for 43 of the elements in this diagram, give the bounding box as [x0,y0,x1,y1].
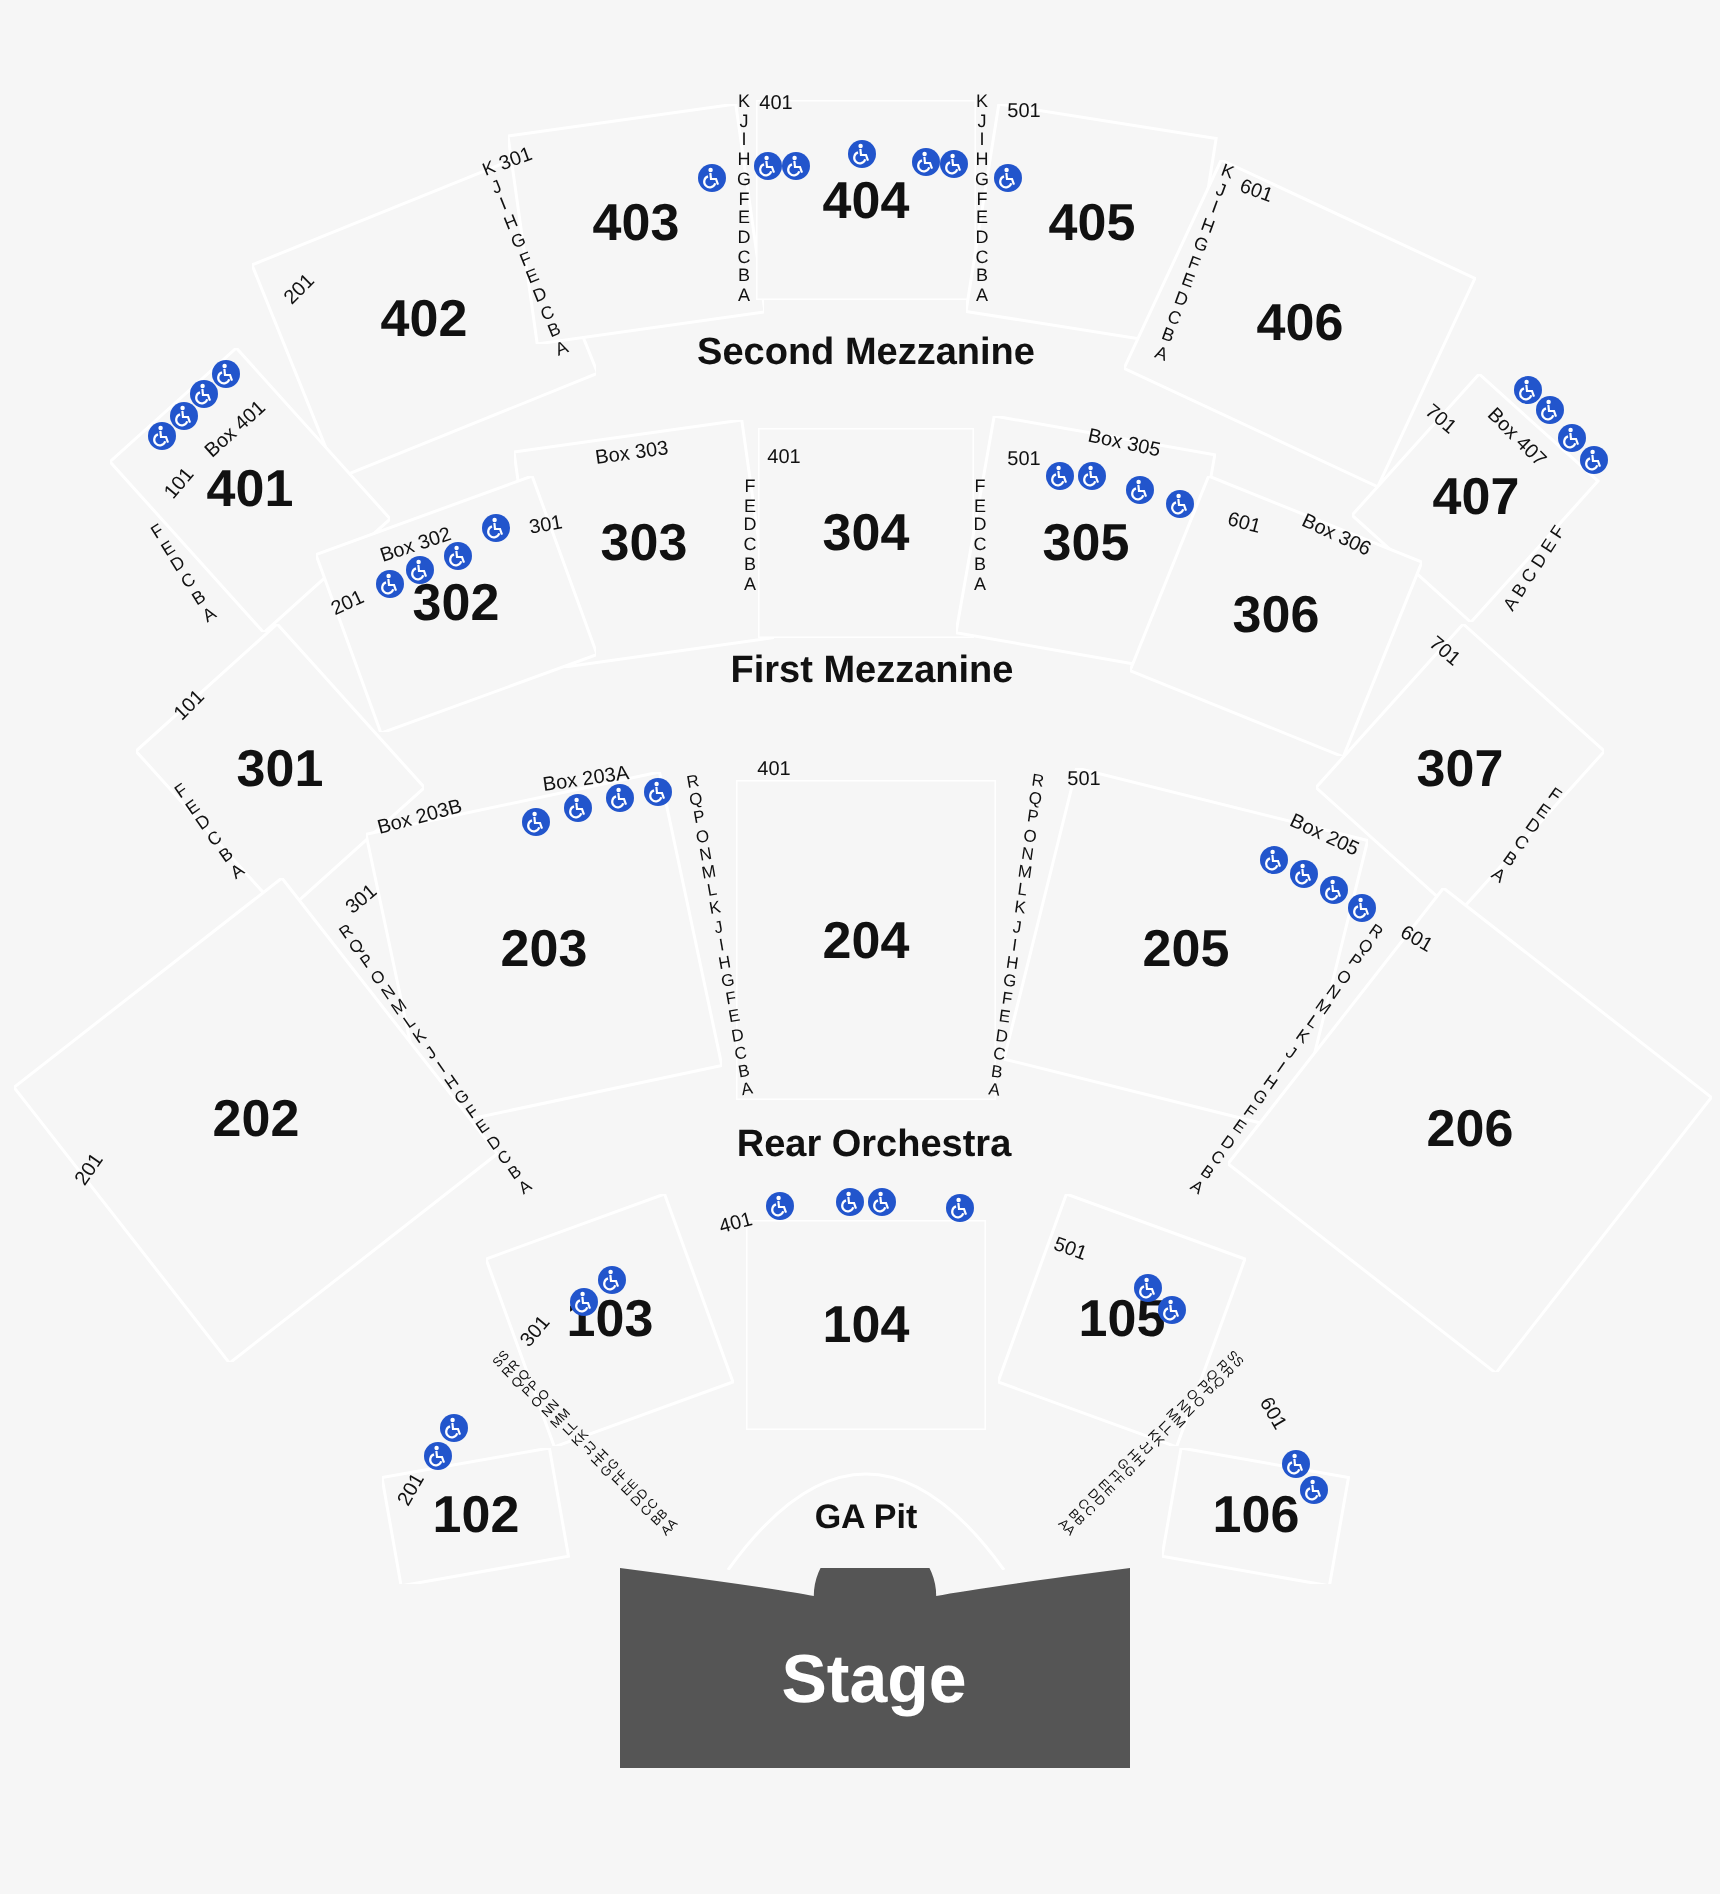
seat-number: 301 [342,880,382,920]
seat-number: 201 [280,270,320,310]
seat-number: 101 [170,686,210,726]
seat-number: 501 [1067,769,1101,791]
seat-number: 501 [1050,1233,1090,1267]
seat-number: 601 [1396,922,1436,958]
seat-number: 201 [328,587,368,621]
seat-number: 301 [527,512,565,540]
seat-number: 401 [717,1209,755,1239]
seat-number: 201 [71,1150,109,1190]
box-name: Box 303 [594,438,670,470]
row-letters: K J I H G F E D C B A [1150,161,1238,367]
seat-number: 701 [1424,632,1464,672]
row-letters: F E D C B A [743,477,757,595]
box-name: Box 205 [1286,810,1362,862]
seat-number: 501 [1007,449,1041,471]
row-letters: K J I H G F E D C B A [737,93,751,307]
row-letters: R Q P O N M L K J I H G F E D C B A [986,771,1047,1101]
section-block: 106 [1162,1447,1350,1585]
row-letters: R Q P O N M L K J I H G F E D C B A [684,771,756,1101]
seat-number: 601 [1236,175,1276,209]
box-name: Box 203B [375,796,465,840]
row-letters: F E D C B A [1488,784,1565,888]
seat-number: 101 [160,464,200,504]
seat-number: 401 [757,759,791,781]
seat-number: 301 [516,1312,556,1352]
seat-number: 601 [1225,509,1263,539]
row-letters: K J I H G F E D C B A [975,93,989,307]
row-letters: F E D C B A [147,521,221,627]
level-name: Rear Orchestra [736,1124,1012,1168]
stage-platform: Stage [619,1568,1129,1768]
box-name: Box 203A [541,763,631,797]
row-letters: F E D C B A [973,477,987,595]
seat-number: 701 [1420,400,1460,440]
box-name: A B C D E F [1499,521,1569,615]
seat-number: 501 [1007,101,1041,123]
seat-number: 601 [1254,1394,1290,1434]
box-name: Box 305 [1085,425,1163,463]
pit-area: GA Pit [726,1450,1006,1570]
level-name: Second Mezzanine [697,332,1035,376]
box-name: Box 407 [1482,404,1550,472]
seat-number: 201 [394,1470,430,1510]
box-name: Box 306 [1298,510,1374,562]
